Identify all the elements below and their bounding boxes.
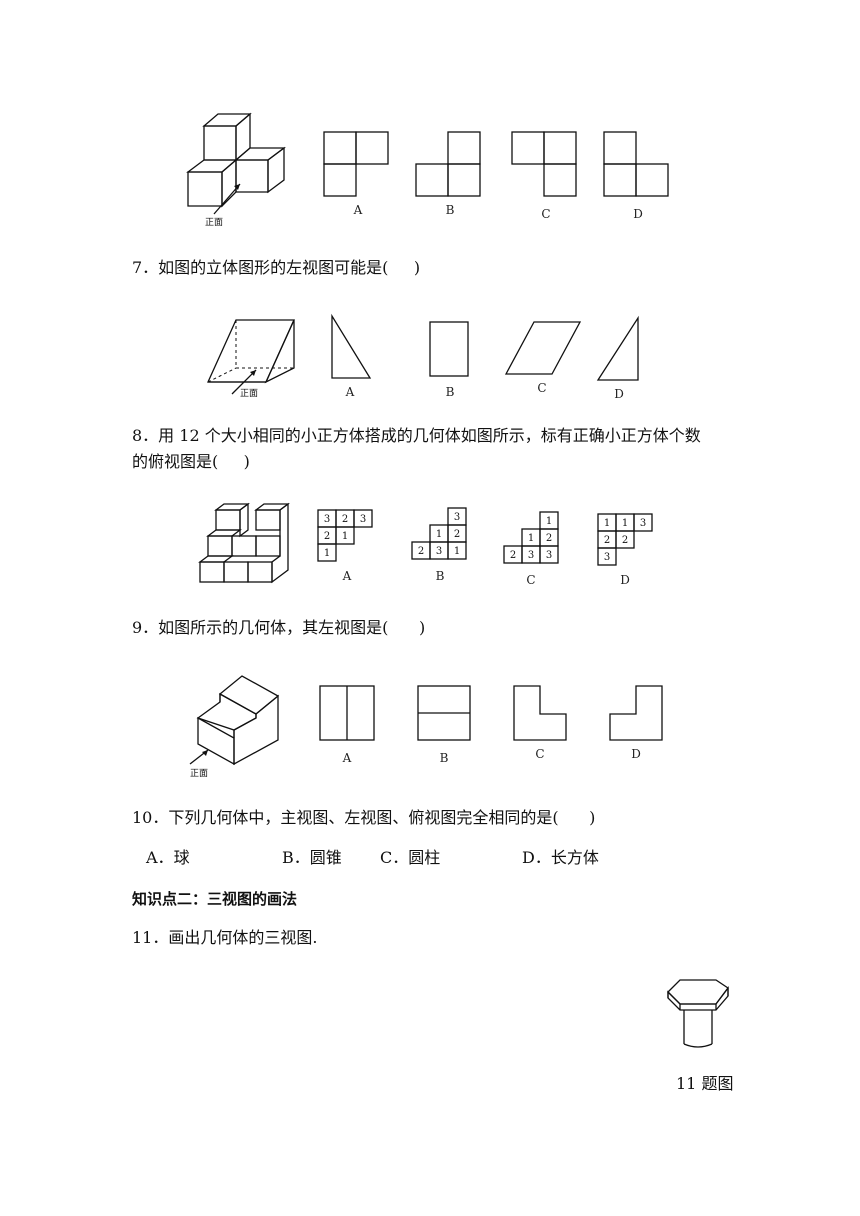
q9-option-b-view [417,685,471,741]
q8-a-cell-1: 3 [324,514,330,525]
q6-option-a-view [323,131,389,197]
q9-option-d-label: D [631,747,641,761]
q8-c-cell-1: 1 [546,516,552,527]
q10-choice-c-text: 圆柱 [408,848,441,867]
q10-choice-d: D．长方体 [522,848,599,868]
q6-option-c-view [511,131,577,197]
q8-a-cell-3: 3 [360,514,366,525]
q6-figure-row: 正面 A B C D [186,112,669,228]
q8-a-cell-4: 2 [324,531,330,542]
q8-b-cell-2: 1 [436,529,442,540]
q8-b-cell-1: 3 [454,512,460,523]
q8-b-cell-6: 1 [454,546,460,557]
q7-option-b-label: B [446,385,455,399]
q6-option-d-label: D [633,207,643,221]
q9-option-a-label: A [342,751,352,765]
q9-solid-figure [189,675,280,766]
q10-choice-b-key: B． [282,848,310,867]
q6-front-label: 正面 [205,217,223,228]
q11-caption: 11 题图 [676,1074,734,1093]
q8-d-cell-1: 1 [604,518,610,529]
q8-d-cell-4: 2 [604,535,610,546]
q7-option-a-label: A [345,385,355,399]
q8-option-b-label: B [436,569,445,583]
q8-solid-figure [198,502,290,584]
q7-figure-row: 正面 A B C D [206,313,639,401]
q8-option-b-grid [411,507,467,560]
q7-option-d-view [596,315,639,381]
q9-option-b-label: B [440,751,449,765]
q10-choice-c-key: C． [380,848,409,867]
q10-choice-a-key: A． [146,848,174,867]
q11-solid-figure [667,979,729,1048]
q6-option-d-view [603,131,669,197]
q8-b-cell-3: 2 [454,529,460,540]
q10-text: 10．下列几何体中，主视图、左视图、俯视图完全相同的是( ) [132,808,596,827]
q9-text: 9．如图所示的几何体，其左视图是( ) [132,618,426,637]
q10-choice-d-text: 长方体 [550,848,599,867]
q8-a-cell-6: 1 [324,548,330,559]
q8-a-cell-5: 1 [342,531,348,542]
q7-text: 7．如图的立体图形的左视图可能是( ) [132,258,421,277]
q6-option-b-label: B [446,203,455,217]
q8-option-c-grid [503,511,559,564]
q8-option-c-label: C [526,573,535,587]
q8-a-cell-2: 2 [342,514,348,525]
q9-option-a-view [319,685,375,741]
q8-c-cell-5: 3 [528,550,534,561]
q10-choice-c: C．圆柱 [380,848,440,868]
q9-option-c-label: C [535,747,544,761]
q8-d-cell-6: 3 [604,552,610,563]
q10-choice-d-key: D． [522,848,551,867]
q9-option-c-view [513,685,567,741]
q10-choice-a: A．球 [146,848,190,868]
q7-option-c-label: C [537,381,546,395]
q8-option-d-label: D [620,573,630,587]
q6-solid-figure [186,112,286,215]
q7-solid-figure [206,319,296,395]
q8-text-line2: 的俯视图是( ) [132,452,250,471]
q10-choice-b-text: 圆锥 [309,848,342,867]
q10-choice-b: B．圆锥 [282,848,342,868]
q11-text: 11．画出几何体的三视图. [132,928,318,947]
q8-option-d-grid [597,513,653,566]
q7-option-b-view [429,321,469,377]
q8-c-cell-6: 3 [546,550,552,561]
q8-d-cell-5: 2 [622,535,628,546]
q7-option-c-view [504,321,582,375]
section-heading: 知识点二：三视图的画法 [132,890,298,908]
q8-figure-row: 3 2 3 2 1 1 A 3 1 2 2 3 1 B 1 1 2 2 3 3 … [198,502,653,587]
q8-c-cell-3: 2 [546,533,552,544]
q7-front-label: 正面 [240,388,258,399]
q8-b-cell-5: 3 [436,546,442,557]
q6-option-c-label: C [541,207,550,221]
q8-c-cell-4: 2 [510,550,516,561]
q8-option-a-grid [317,509,373,562]
q6-option-b-view [415,131,481,197]
q10-choice-a-text: 球 [173,848,190,867]
q9-option-d-view [609,685,663,741]
q9-figure-row: 正面 A B C D [189,675,663,779]
q8-option-a-label: A [342,569,352,583]
q9-front-label: 正面 [190,768,208,779]
q8-c-cell-2: 1 [528,533,534,544]
q6-option-a-label: A [353,203,363,217]
q7-option-d-label: D [614,387,624,401]
q8-b-cell-4: 2 [418,546,424,557]
q8-d-cell-3: 3 [640,518,646,529]
q8-d-cell-2: 1 [622,518,628,529]
q8-text-line1: 8．用 12 个大小相同的小正方体搭成的几何体如图所示，标有正确小正方体个数 [132,426,701,445]
q7-option-a-view [331,313,372,379]
